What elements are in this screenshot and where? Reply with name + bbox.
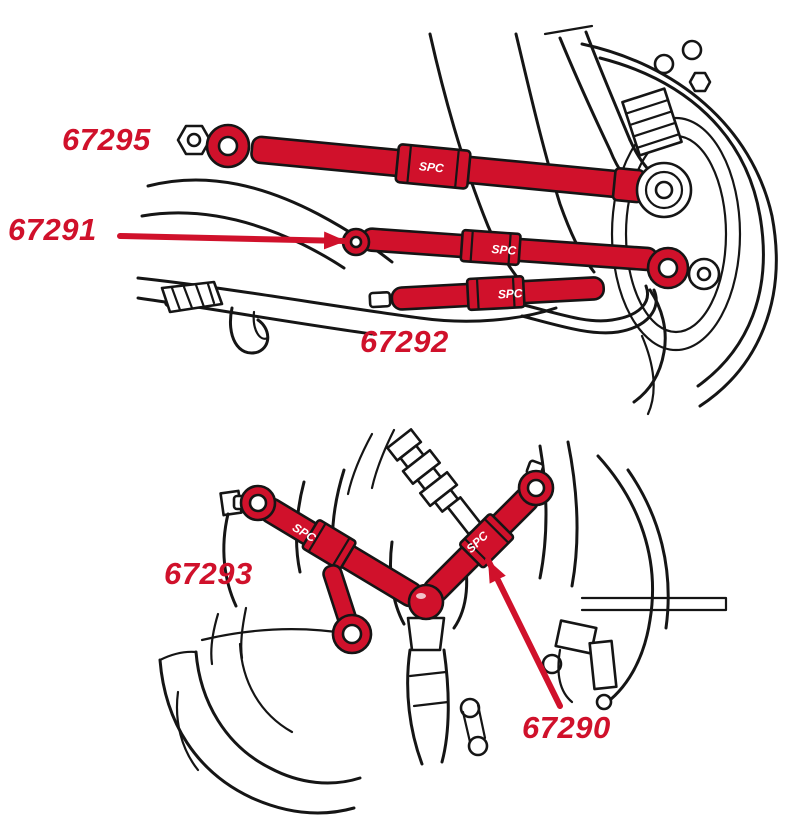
wheel-and-rotor bbox=[580, 42, 778, 416]
brand-mark: SPC bbox=[497, 286, 523, 301]
part-label-67292: 67292 bbox=[360, 324, 449, 359]
part-label-67293: 67293 bbox=[164, 556, 253, 591]
subframe bbox=[136, 178, 558, 355]
brake-rotor bbox=[158, 606, 362, 815]
knuckle-center bbox=[389, 540, 489, 766]
brand-mark: SPC bbox=[491, 242, 517, 258]
knuckle-frame bbox=[538, 440, 728, 711]
arrow-67290 bbox=[485, 557, 563, 709]
arm-67291: SPC bbox=[341, 227, 721, 291]
part-label-67295: 67295 bbox=[62, 122, 151, 157]
brand-mark: SPC bbox=[418, 159, 444, 175]
part-label-67290: 67290 bbox=[522, 710, 611, 745]
sway-bar bbox=[518, 284, 667, 404]
arrow-67291 bbox=[117, 231, 349, 250]
arm-67293: SPC bbox=[232, 484, 424, 655]
ball-joint bbox=[407, 583, 445, 621]
rear-suspension-view: SPC SPC bbox=[117, 24, 778, 416]
arm-67292: SPC bbox=[368, 274, 606, 312]
arm-67295: SPC bbox=[176, 123, 693, 219]
part-label-67291: 67291 bbox=[8, 212, 97, 247]
front-suspension-view: SPC SPC bbox=[158, 428, 728, 815]
cv-axle-boot bbox=[295, 428, 483, 574]
